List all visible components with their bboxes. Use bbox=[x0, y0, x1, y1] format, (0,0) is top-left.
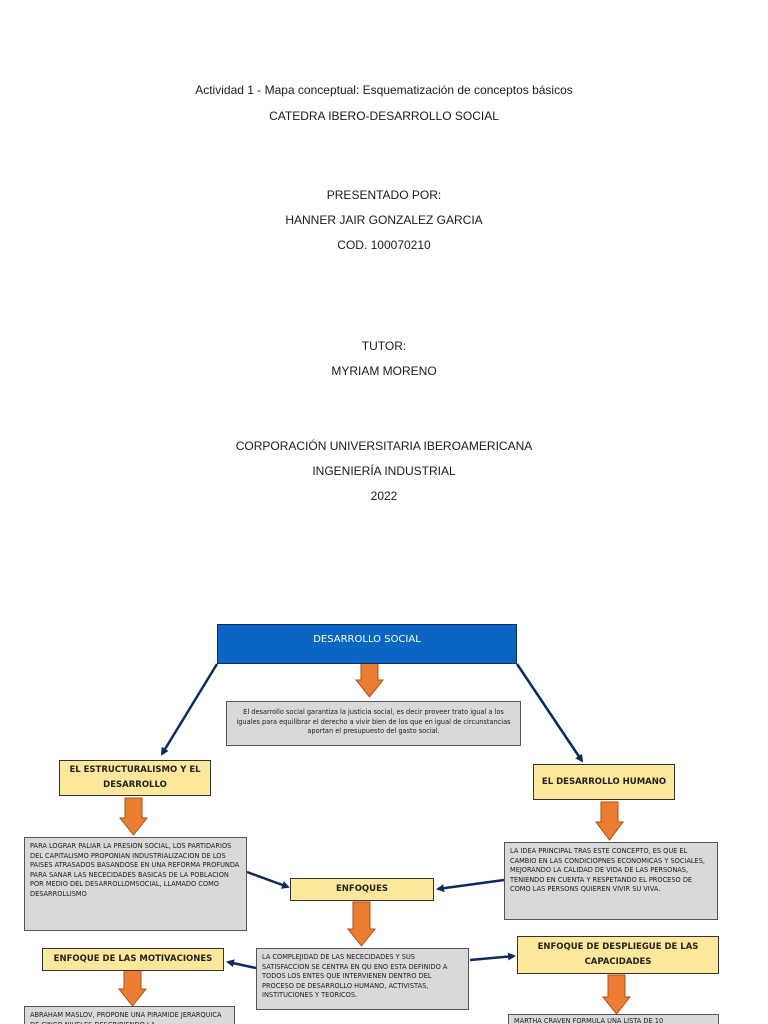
orange-arrow-root bbox=[354, 659, 385, 698]
estructuralismo-note: PARA LOGRAR PALIAR LA PRESION SOCIAL, LO… bbox=[24, 837, 247, 931]
capacidades-concept-box: ENFOQUE DE DESPLIEGUE DE LAS CAPACIDADES bbox=[517, 936, 719, 974]
course-name: CATEDRA IBERO-DESARROLLO SOCIAL bbox=[269, 109, 499, 123]
institution-name: CORPORACIÓN UNIVERSITARIA IBEROAMERICANA bbox=[235, 439, 533, 453]
orange-arrow-motivaciones bbox=[117, 968, 148, 1007]
orange-arrow-enfoques bbox=[346, 901, 377, 947]
capacidades-note: MARTHA CRAVEN FORMULA UNA LISTA DE 10 bbox=[508, 1014, 719, 1024]
motivaciones-concept-box: ENFOQUE DE LAS MOTIVACIONES bbox=[42, 948, 224, 971]
year: 2022 bbox=[370, 489, 398, 503]
enfoques-note: LA COMPLEJIDAD DE LAS NECECIDADES Y SUS … bbox=[256, 948, 469, 1010]
orange-arrow-humano bbox=[595, 801, 624, 841]
student-code: COD. 100070210 bbox=[337, 238, 431, 252]
estructuralismo-concept-box: EL ESTRUCTURALISMO Y EL DESARROLLO bbox=[59, 760, 211, 796]
definition-note: El desarrollo social garantiza la justic… bbox=[226, 701, 521, 746]
author-name: HANNER JAIR GONZALEZ GARCIA bbox=[285, 213, 483, 227]
motivaciones-note: ABRAHAM MASLOV, PROPONE UNA PIRAMIDE JER… bbox=[24, 1006, 235, 1024]
tutor-name: MYRIAM MORENO bbox=[331, 364, 437, 378]
activity-title: Actividad 1 - Mapa conceptual: Esquemati… bbox=[195, 83, 573, 97]
root-concept-box: DESARROLLO SOCIAL bbox=[217, 624, 517, 664]
humano-note: LA IDEA PRINCIPAL TRAS ESTE CONCEPTO, ES… bbox=[504, 842, 718, 920]
connector-root-to-humano bbox=[515, 663, 584, 763]
enfoques-concept-box: ENFOQUES bbox=[290, 878, 434, 901]
tutor-label: TUTOR: bbox=[361, 339, 407, 353]
humano-concept-box: EL DESARROLLO HUMANO bbox=[533, 764, 675, 800]
connector-estructuralismo-to-enfoques bbox=[246, 870, 290, 889]
program-name: INGENIERÍA INDUSTRIAL bbox=[312, 464, 456, 478]
connector-root-to-estructuralismo bbox=[160, 663, 219, 756]
orange-arrow-estructuralismo bbox=[118, 797, 149, 836]
connector-enfoques-to-capacidades bbox=[469, 952, 516, 962]
orange-arrow-capacidades bbox=[601, 974, 632, 1015]
connector-enfoques-to-motivaciones bbox=[226, 959, 257, 970]
connector-humano-to-enfoques bbox=[436, 878, 505, 893]
presented-by-label: PRESENTADO POR: bbox=[326, 188, 442, 202]
